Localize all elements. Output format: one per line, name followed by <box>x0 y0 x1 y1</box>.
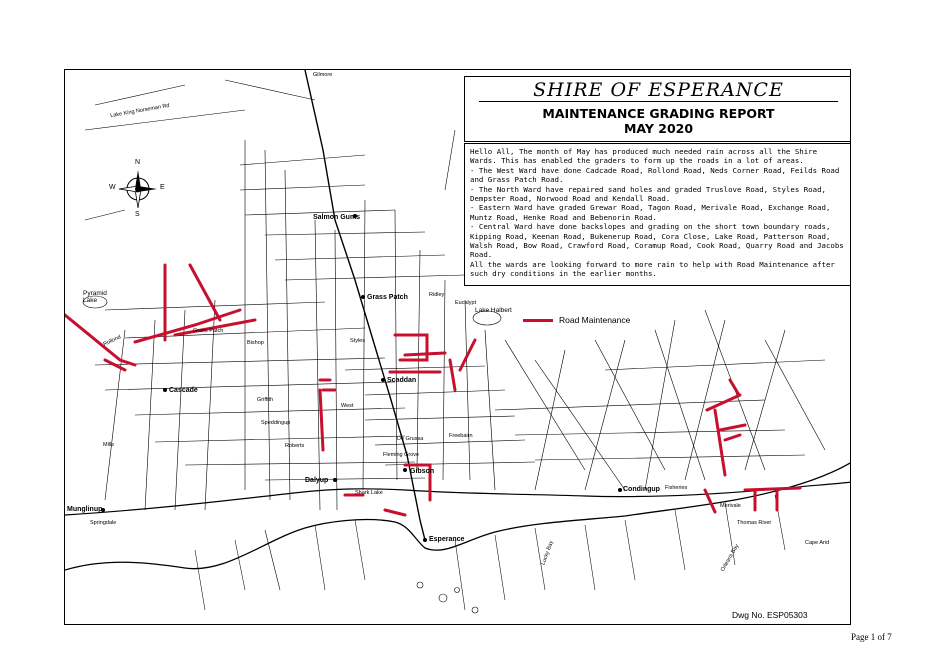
road-ridley: Ridley <box>429 292 445 298</box>
road-eucalypt: Eucalypt <box>455 300 477 306</box>
coastal-roads <box>194 494 786 611</box>
notes-north-ward: - The North Ward have repaired sand hole… <box>470 184 826 204</box>
notes-intro: Hello All, The month of May has produced… <box>470 147 818 166</box>
notes-west-ward: - The West Ward have done Cadcade Road, … <box>470 165 840 185</box>
legend-swatch <box>523 318 553 322</box>
drawing-number: Dwg No. ESP05303 <box>732 610 808 620</box>
title-report: MAINTENANCE GRADING REPORT <box>542 106 775 121</box>
town-munglinup: Munglinup <box>67 506 103 513</box>
map-frame: Salmon Gums Grass Patch Scaddan Cascade … <box>64 69 851 625</box>
road-network <box>84 79 826 511</box>
town-esperance: Esperance <box>429 536 465 543</box>
coolgardie-esperance-highway <box>304 70 426 541</box>
label-lake-halbert: Lake Halbert <box>475 307 512 314</box>
road-griffith: Griffith <box>257 397 274 403</box>
notes-box: Hello All, The month of May has produced… <box>464 143 850 286</box>
town-dalyup: Dalyup <box>305 477 329 484</box>
title-block: SHIRE OF ESPERANCE MAINTENANCE GRADING R… <box>464 76 850 142</box>
title-shire: SHIRE OF ESPERANCE <box>479 79 838 102</box>
compass-s: S <box>135 211 140 218</box>
town-cascade: Cascade <box>169 387 198 394</box>
road-west: West <box>341 403 354 409</box>
compass-rose-icon: N S E W <box>109 159 165 218</box>
road-styles: Styles <box>350 338 365 344</box>
road-springdale: Springdale <box>90 520 117 526</box>
coastline <box>65 462 850 571</box>
town-gibson: Gibson <box>410 468 435 475</box>
town-condingup: Condingup <box>623 486 660 493</box>
town-salmon-gums: Salmon Gums <box>313 214 361 221</box>
south-coast-highway <box>65 481 850 516</box>
road-fleming-grove: Fleming Grove <box>383 452 420 458</box>
road-freebairn: Freebairn <box>449 433 473 439</box>
road-thomas-river: Thomas River <box>737 520 772 526</box>
road-bishop: Bishop <box>247 340 264 346</box>
maintained-roads <box>65 263 802 517</box>
notes-central-ward: - Central Ward have done backslopes and … <box>470 222 844 260</box>
pyramid-lake <box>82 295 108 309</box>
page-footer: Page 1 of 7 <box>851 632 892 642</box>
notes-eastern-ward: - Eastern Ward have graded Grewar Road, … <box>470 203 831 222</box>
islands <box>416 581 479 614</box>
road-map <box>65 70 850 614</box>
road-de-grussa: De Grussa <box>397 436 424 442</box>
legend-label: Road Maintenance <box>559 315 631 325</box>
road-shark-lake: Shark Lake <box>355 490 383 496</box>
town-markers <box>101 214 622 542</box>
title-month: MAY 2020 <box>623 121 694 136</box>
town-scaddan: Scaddan <box>387 377 417 384</box>
legend: Road Maintenance <box>523 315 630 325</box>
lake-halbert <box>472 310 502 326</box>
compass-n: N <box>135 159 141 166</box>
road-speddingup: Speddingup <box>261 420 291 426</box>
compass-e: E <box>160 184 165 191</box>
compass-w: W <box>109 184 116 191</box>
road-mills: Mills <box>103 442 114 448</box>
road-fisheries: Fisheries <box>665 485 688 491</box>
label-pyramid-lake: Pyramid Lake <box>83 290 107 304</box>
road-roberts: Roberts <box>285 443 305 449</box>
road-cape-arid: Cape Arid <box>805 540 830 546</box>
town-grass-patch: Grass Patch <box>367 294 408 301</box>
notes-closing: All the wards are looking forward to mor… <box>470 259 835 279</box>
road-merivale: Merivale <box>720 503 741 509</box>
town-gilmore: Gilmore <box>313 72 333 78</box>
road-grass-patch-rd: Grass Patch <box>193 328 224 334</box>
